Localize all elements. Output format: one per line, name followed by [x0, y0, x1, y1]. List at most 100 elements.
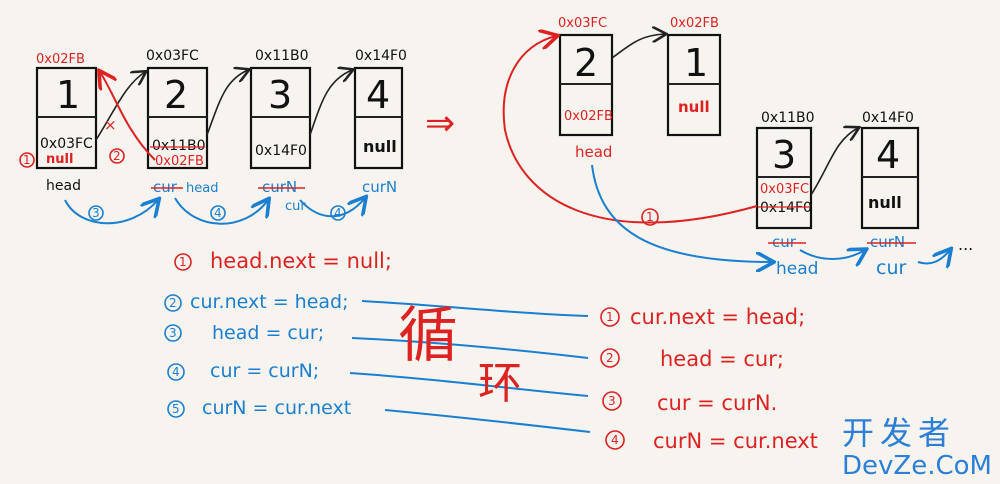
node-value: 4 [366, 73, 390, 117]
right-node-2: 0x03FC 2 0x02FB [558, 16, 614, 137]
old-next-arrow [95, 72, 145, 141]
reversed-link-arrow [100, 72, 156, 161]
head-label-new: head [186, 181, 218, 196]
head-label-new: head [776, 259, 818, 279]
step-number: 2 [169, 296, 177, 310]
code-line: cur = curN; [210, 360, 319, 382]
code-line: head.next = null; [210, 249, 392, 273]
move-arrow [64, 200, 158, 225]
step-number: 5 [172, 402, 180, 416]
connector-line [384, 409, 591, 433]
code-line: curN = cur.next [653, 429, 818, 453]
next-arrow [611, 34, 665, 59]
step-circle [605, 430, 625, 450]
step-circle [109, 148, 125, 164]
cur-label-new: cur [876, 257, 906, 279]
step-number: 1 [646, 210, 654, 224]
move-arrow [299, 198, 365, 218]
step-number: 1 [179, 255, 187, 269]
node-address: 0x14F0 [355, 48, 407, 64]
step-circle [330, 205, 346, 221]
move-arrow [799, 250, 865, 259]
node-value: 1 [684, 41, 708, 85]
connector-line [361, 300, 589, 317]
loop-char: 环 [478, 358, 522, 409]
step-circle [174, 253, 192, 271]
node-address: 0x11B0 [255, 48, 309, 64]
code-line: cur.next = head; [630, 305, 805, 329]
step-circle [88, 205, 104, 221]
curN-label-struck: curN [262, 178, 297, 196]
step-circle [19, 152, 35, 168]
node-next: null [678, 98, 710, 116]
step-number: 4 [334, 206, 342, 220]
left-node-2: 0x03FC 2 0x11B0 0x02FB [146, 48, 209, 170]
node-address: 0x03FC [558, 16, 607, 31]
node-next: 0x11B0 [152, 138, 206, 154]
step-number: 4 [611, 433, 619, 447]
right-node-3: 0x11B0 3 0x03FC 0x14F0 [755, 110, 815, 230]
node-address: 0x11B0 [761, 110, 815, 126]
next-arrow [309, 70, 352, 136]
node-value: 1 [56, 73, 80, 117]
step-circle [167, 400, 185, 418]
loop-char: 循 [398, 301, 458, 371]
step-circle [167, 363, 185, 381]
node-value: 2 [574, 41, 598, 85]
connector-line [351, 337, 589, 359]
step-number: 3 [608, 394, 616, 408]
curN-label-struck: curN [870, 233, 905, 251]
step-number: 1 [23, 153, 31, 167]
code-line: cur = curN. [657, 391, 777, 415]
cur-label-struck: cur [153, 178, 178, 196]
curN-label-new: curN [362, 178, 397, 196]
head-label: head [575, 143, 612, 161]
code-line: curN = cur.next [202, 397, 351, 419]
node-next-new: null [46, 152, 73, 167]
node-next: 0x02FB [564, 109, 613, 124]
step-number: 1 [606, 310, 614, 324]
node-value: 3 [268, 73, 292, 117]
step-circle [164, 294, 182, 312]
step-circle [600, 348, 620, 368]
step-number: 3 [169, 326, 177, 340]
move-arrow [917, 250, 950, 264]
move-arrow [174, 198, 268, 225]
node-next-new: 0x02FB [155, 154, 204, 169]
right-node-1: 0x02FB 1 null [666, 16, 722, 137]
head-label: head [46, 178, 81, 194]
code-line: cur.next = head; [190, 291, 349, 313]
node-address: 0x02FB [670, 16, 719, 31]
node-next: 0x03FC [40, 136, 93, 152]
step-circle [164, 324, 182, 342]
node-next: 0x14F0 [255, 143, 307, 159]
node-value: 3 [772, 133, 796, 177]
code-line: head = cur; [212, 322, 324, 344]
step-circle [210, 205, 226, 221]
step-circle [600, 307, 620, 327]
node-address: 0x14F0 [862, 110, 914, 126]
next-arrow [810, 128, 858, 196]
next-arrow [206, 70, 248, 136]
step-number: 3 [92, 206, 100, 220]
code-line: head = cur; [660, 347, 784, 371]
step-number: 2 [606, 351, 614, 365]
node-next: null [868, 193, 902, 212]
step-number: 2 [113, 149, 121, 163]
left-node-3: 0x11B0 3 0x14F0 [249, 48, 312, 170]
step-number: 4 [214, 206, 222, 220]
step-circle [602, 391, 622, 411]
right-node-4: 0x14F0 4 null [860, 110, 920, 230]
reversed-link-arrow [502, 36, 758, 224]
watermark-cn: 开发者 [842, 414, 956, 452]
cross-mark-icon: × [104, 116, 117, 134]
watermark-en: DevZe.CoM [842, 451, 992, 481]
cur-label-new: cur [285, 199, 306, 214]
node-address: 0x02FB [36, 52, 85, 67]
node-value: 4 [876, 133, 900, 177]
node-address: 0x03FC [146, 48, 199, 64]
ellipsis: ... [958, 235, 973, 254]
node-next-new: 0x14F0 [760, 200, 812, 216]
